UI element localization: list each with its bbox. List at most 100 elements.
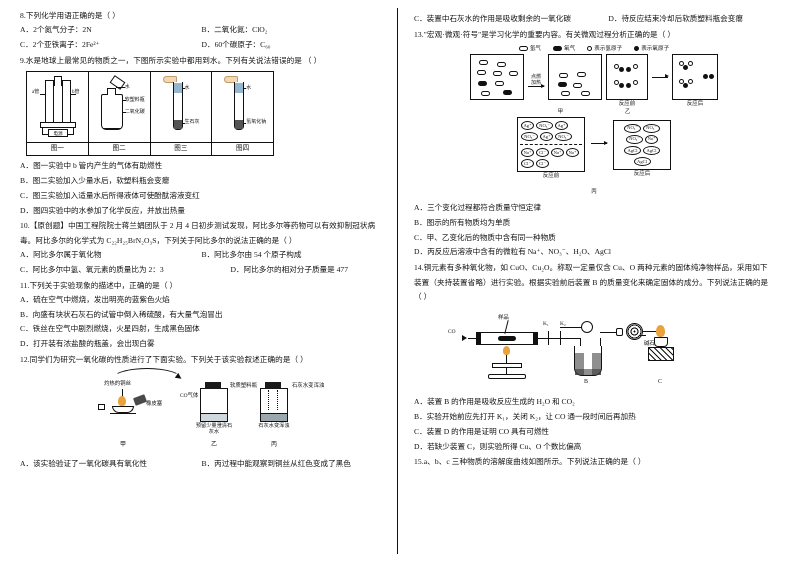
q13-ionbox-group-after: NO₃⁻ NO₃⁻ NO₃⁻ Na⁺ AgCl AgCl AgCl 反应后	[613, 119, 671, 178]
q9-option-c[interactable]: C．图三实验加入适量水后所得液体可使酚酞溶液变红	[20, 190, 200, 200]
question-10-stem-line2: 毒。阿比多尔的化学式为 C₂₂H₂₅BrN₂O₃S，下列关于阿比多尔的说法正确的…	[20, 235, 297, 245]
q12-bottle-cap-2	[265, 382, 281, 390]
q14-option-a[interactable]: A．装置 B 的作用是吸收反应生成的 H₂O 和 CO₂	[414, 397, 575, 407]
q12-bottle-cap-1	[205, 382, 221, 390]
q12-rubber-stopper-icon	[132, 394, 148, 407]
q14-co-arrow-icon	[462, 335, 467, 342]
q8-option-a[interactable]: A．2个氮气分子：2N	[20, 25, 92, 35]
ion-na-1: Na⁺	[521, 148, 534, 158]
q12-small-block-icon	[98, 404, 105, 411]
q14-option-d[interactable]: D．若缺少装置 C，则实验所得 Cu、O 个数比偏高	[414, 441, 582, 451]
legend-label-hydrogen: 氢气	[529, 46, 542, 53]
q13-ionbox-group-before: Ag⁺ NO₃⁻ Ag⁺ NO₃⁻ Ag⁺ NO₃⁻ Na⁺ Cl⁻ Na⁺ N…	[517, 117, 585, 180]
q8-option-d[interactable]: D．60个碳原子：C₆₀	[201, 40, 271, 50]
q13-pbox-3-caption: 反应前	[618, 101, 636, 108]
legend-item-h-atom: 表示氢原子	[587, 44, 622, 52]
legend-item-o-atom: 表示氧原子	[634, 44, 669, 52]
q10-option-a[interactable]: A．阿比多尔属于氧化物	[20, 249, 102, 259]
question-13-legend: 氢气 氧气 表示氢原子 表示氧原子	[414, 44, 774, 52]
q9-option-a[interactable]: A．图一实验中 b 管内产生的气体有助燃性	[20, 161, 163, 171]
q13-pbox-4	[672, 54, 718, 101]
q14-tube-right-seal	[533, 332, 538, 346]
ion-ag-1: Ag⁺	[521, 121, 534, 131]
q10-option-b[interactable]: B．阿比多尔由 54 个原子构成	[201, 249, 302, 259]
q14-label-soda-lime: 碱石灰	[644, 341, 661, 348]
q12-option-b[interactable]: B．丙过程中能观察到铜丝从红色变成了黑色	[201, 459, 351, 469]
q13-option-d[interactable]: D．丙反应后溶液中含有的微粒有 Na⁺、NO₃⁻、H₂O、AgCl	[414, 247, 612, 257]
question-10-stem-line1: 10.【原创题】中国工程院院士蒋兰娟团队于 2 月 4 日初步测试发现，阿比多尔…	[20, 221, 376, 231]
q11-option-a[interactable]: A．硫在空气中燃烧，发出明亮的蓝紫色火焰	[20, 294, 170, 304]
question-14-figure: CO 样品 K₁ K₂	[448, 305, 728, 393]
ion-na-4: Na⁺	[645, 134, 658, 144]
q9-panel4-caption: 图四	[236, 145, 250, 153]
ion-na-3: Na⁺	[566, 148, 579, 158]
q13-pbox-1	[470, 54, 524, 101]
q12-option-d[interactable]: D．待反应结束冷却后软质塑料瓶会变瘪	[608, 14, 743, 23]
q12-label-co-gas: CO气体	[180, 393, 199, 400]
q12-caption-bing: 丙	[271, 442, 278, 449]
left-column: 8.下列化学用语正确的是（ ） A．2个氮气分子：2N B．二氧化氮：ClO₂ …	[10, 8, 397, 554]
q14-option-b[interactable]: B．实验开始前应先打开 K₁，关闭 K₂，让 CO 通一段时间后再加热	[414, 411, 636, 421]
q11-option-d[interactable]: D．打开装有浓盐酸的瓶盖，会出现白雾	[20, 339, 155, 349]
q13-pbox-2	[548, 54, 602, 101]
h-atom-icon	[587, 45, 593, 51]
q12-spirit-lamp	[112, 406, 134, 414]
q11-option-c[interactable]: C．铁丝在空气中剧烈燃烧，火星四射，生成黑色固体	[20, 324, 200, 334]
q9-option-b[interactable]: B．图二实验加入少量水后，软塑料瓶会变瘪	[20, 175, 170, 185]
q8-option-c[interactable]: C．2个亚铁离子：2Fe²⁺	[20, 40, 100, 50]
h2-molecule-icon	[518, 45, 528, 51]
question-11-stem: 11.下列关于实验现象的描述中，正确的是（ ）	[20, 280, 178, 290]
q14-sample-solid	[498, 336, 516, 342]
q9-panel1-power-label: 电源	[48, 129, 68, 138]
ion-agcl-2: AgCl	[643, 145, 660, 155]
q9-panel2-label-bottle: 软塑料瓶	[124, 98, 145, 104]
question-13-ion-boxes: Ag⁺ NO₃⁻ Ag⁺ NO₃⁻ Ag⁺ NO₃⁻ Na⁺ Cl⁻ Na⁺ N…	[414, 117, 774, 180]
q9-option-d[interactable]: D．图四实验中的水参加了化学反应，并放出热量	[20, 205, 185, 215]
q14-label-k2: K₂	[560, 321, 566, 328]
question-9-stem: 9.水是地球上最常见的物质之一，下图所示实验中都用到水。下列有关说法错误的是 （…	[20, 55, 322, 65]
q12-label-rubber-stopper: 橡皮塞	[146, 401, 163, 408]
q13-arrow-3	[591, 140, 608, 154]
q12-option-a[interactable]: A．该实验验证了一氧化碳具有氧化性	[20, 459, 147, 469]
q13-pbox-2-caption	[548, 100, 602, 108]
q13-arrow-icon-1	[528, 83, 545, 88]
q13-option-a[interactable]: A．三个变化过程都符合质量守恒定律	[414, 203, 541, 213]
legend-label-h-atom: 表示氢原子	[594, 46, 623, 53]
q13-ionbox-left: Ag⁺ NO₃⁻ Ag⁺ NO₃⁻ Ag⁺ NO₃⁻ Na⁺ Cl⁻ Na⁺ N…	[517, 117, 585, 173]
q14-option-c[interactable]: C．装置 D 的作用是证明 CO 具有可燃性	[414, 426, 550, 436]
q14-label-sample: 样品	[498, 315, 509, 322]
question-14-stem-line1: 14.铜元素有多种氧化物，如 CuO、Cu₂O。称取一定量仅含 Cu、O 两种元…	[414, 263, 768, 273]
q13-option-b[interactable]: B．图示的所有物质均为单质	[414, 217, 511, 227]
legend-item-hydrogen: 氢气	[518, 44, 542, 53]
q13-arrow-icon-2	[652, 74, 669, 79]
q12-label-limewater-turbid: 石灰水变浑浊	[258, 423, 290, 430]
question-8-stem: 8.下列化学用语正确的是（ ）	[20, 11, 120, 20]
q13-pbox-4-caption: 反应后	[686, 101, 704, 108]
q8-option-b[interactable]: B．二氧化氮：ClO₂	[201, 25, 268, 35]
q13-option-c[interactable]: C．甲、乙变化后的物质中含有同一种物质	[414, 232, 556, 242]
ion-na-2: Na⁺	[551, 148, 564, 158]
q13-caption-yi: 乙	[625, 109, 631, 116]
q12-label-reserved-limewater: 预留少量澄清石灰水	[195, 423, 233, 436]
question-9-figure-table: 电源 a管 b管 水 软塑料瓶 二氧化碳	[26, 71, 274, 157]
q14-burner-flame-icon	[503, 346, 510, 356]
q13-box-group-jia-before	[470, 54, 524, 108]
q9-panel2-label-water: 水	[124, 85, 130, 91]
q10-option-c[interactable]: C．阿比多尔中氢、氧元素的质量比为 2：3	[20, 264, 164, 274]
question-13-particle-boxes: 点燃加热	[414, 54, 774, 108]
question-14-stem-line2: 装置（夹持装置省略）进行实验。根据实验前后装置 B 的质量变化来确定固体的成分。…	[414, 277, 769, 287]
q9-panel3-label-quicklime: 生石灰	[184, 120, 200, 126]
question-10-options-row-2: C．阿比多尔中氢、氧元素的质量比为 2：3 D．阿比多尔的相对分子质量是 477	[20, 263, 383, 278]
q14-connector-icon	[616, 328, 623, 337]
q14-label-b: B	[584, 379, 589, 386]
q13-caption-bing: 丙	[591, 189, 597, 196]
q14-balloon-icon	[581, 321, 593, 334]
q10-option-d[interactable]: D．阿比多尔的相对分子质量是 477	[230, 264, 349, 274]
q9-panel2-caption: 图二	[112, 145, 126, 153]
q11-option-b[interactable]: B．向盛有块状石灰石的试管中倒入稀硫酸，有大量气泡冒出	[20, 309, 223, 319]
q9-panel4-label-naoh: 氢氧化钠	[246, 120, 267, 126]
question-10-options-row-1: A．阿比多尔属于氧化物 B．阿比多尔由 54 个原子构成	[20, 248, 383, 263]
q12-option-c[interactable]: C．装置中石灰水的作用是吸收剩余的一氧化碳	[414, 14, 571, 23]
q13-arrow-icon-3	[591, 140, 608, 145]
